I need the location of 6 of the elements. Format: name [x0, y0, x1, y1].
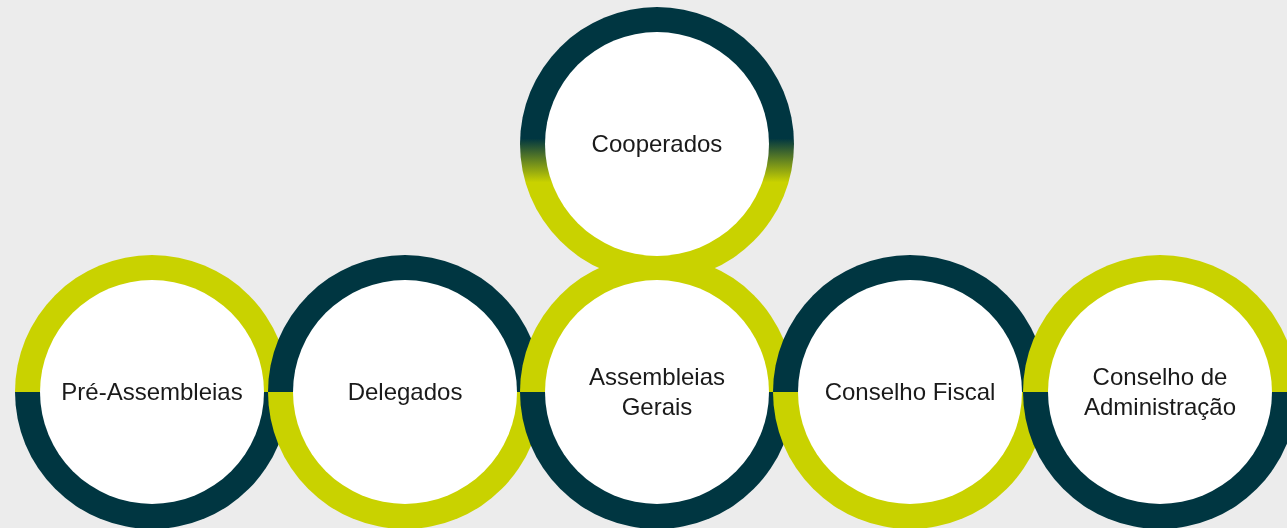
node-label: Assembleias Gerais — [587, 362, 727, 422]
node-label: Cooperados — [591, 129, 723, 159]
node-label: Conselho de Administração — [1082, 362, 1238, 422]
node-label: Conselho Fiscal — [824, 377, 996, 407]
node-label: Pré-Assembleias — [61, 377, 243, 407]
node-label: Delegados — [347, 377, 463, 407]
